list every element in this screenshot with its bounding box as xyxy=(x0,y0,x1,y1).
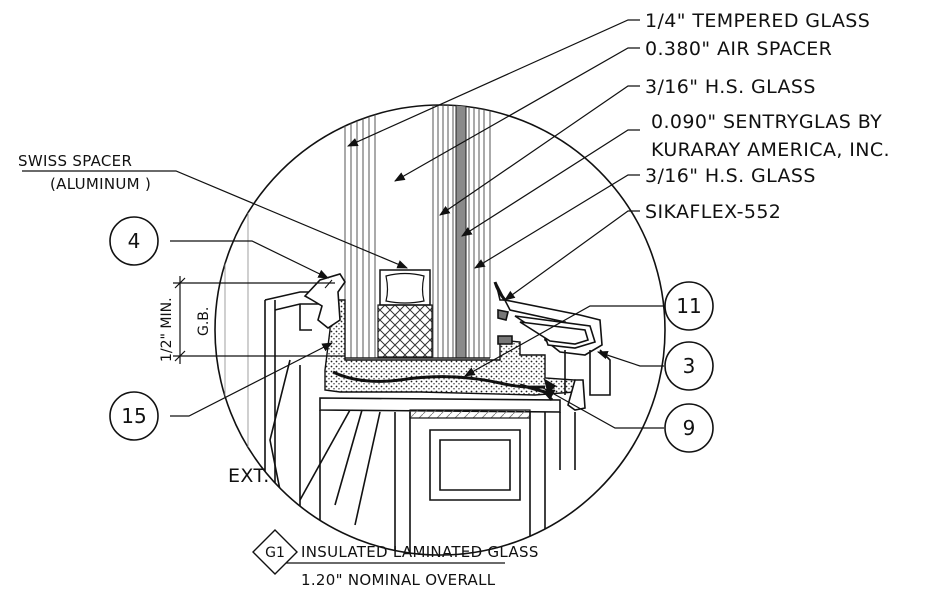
title-main: INSULATED LAMINATED GLASS xyxy=(301,543,539,561)
leader-lines xyxy=(22,19,665,429)
tag-11: 11 xyxy=(664,281,714,331)
section-content xyxy=(224,105,611,555)
gb-dimension xyxy=(173,276,345,364)
title-block: G1 INSULATED LAMINATED GLASS 1.20" NOMIN… xyxy=(252,529,539,589)
callout-swiss-spacer-line2: (ALUMINUM ) xyxy=(50,175,151,193)
svg-text:3: 3 xyxy=(683,354,696,378)
svg-text:4: 4 xyxy=(128,229,141,253)
callout-sentryglas-line1: 0.090" SENTRYGLAS BY xyxy=(651,111,882,133)
tag-15: 15 xyxy=(109,391,159,441)
callout-hs-glass-1: 3/16" H.S. GLASS xyxy=(645,76,816,98)
tag-4: 4 xyxy=(109,216,159,266)
tag-9: 9 xyxy=(664,403,714,453)
title-subtitle: 1.20" NOMINAL OVERALL xyxy=(301,571,496,589)
callout-swiss-spacer-line1: SWISS SPACER xyxy=(18,152,132,170)
left-background-lines xyxy=(224,150,249,555)
exterior-label: EXT. xyxy=(228,465,270,487)
diamond-symbol xyxy=(252,529,298,575)
svg-text:15: 15 xyxy=(121,404,146,428)
hs-glass-lite-2 xyxy=(468,105,491,358)
tag-3: 3 xyxy=(664,341,714,391)
svg-text:11: 11 xyxy=(676,294,701,318)
title-symbol: G1 xyxy=(265,545,285,561)
callout-air-spacer: 0.380" AIR SPACER xyxy=(645,38,832,60)
sentryglas-interlayer xyxy=(455,105,467,359)
tempered-glass-lite xyxy=(344,105,376,358)
swiss-spacer xyxy=(377,269,433,358)
callout-sikaflex: SIKAFLEX-552 xyxy=(645,201,781,223)
callout-hs-glass-2: 3/16" H.S. GLASS xyxy=(645,165,816,187)
callout-tempered-glass: 1/4" TEMPERED GLASS xyxy=(645,10,870,32)
callout-sentryglas-line2: KURARAY AMERICA, INC. xyxy=(651,139,890,161)
glazing-sealant-bed xyxy=(324,299,576,396)
dim-min-label: 1/2" MIN. xyxy=(159,297,175,362)
dim-gb-label: G.B. xyxy=(196,307,212,336)
hs-glass-lite-1 xyxy=(432,105,454,358)
svg-text:9: 9 xyxy=(683,416,696,440)
